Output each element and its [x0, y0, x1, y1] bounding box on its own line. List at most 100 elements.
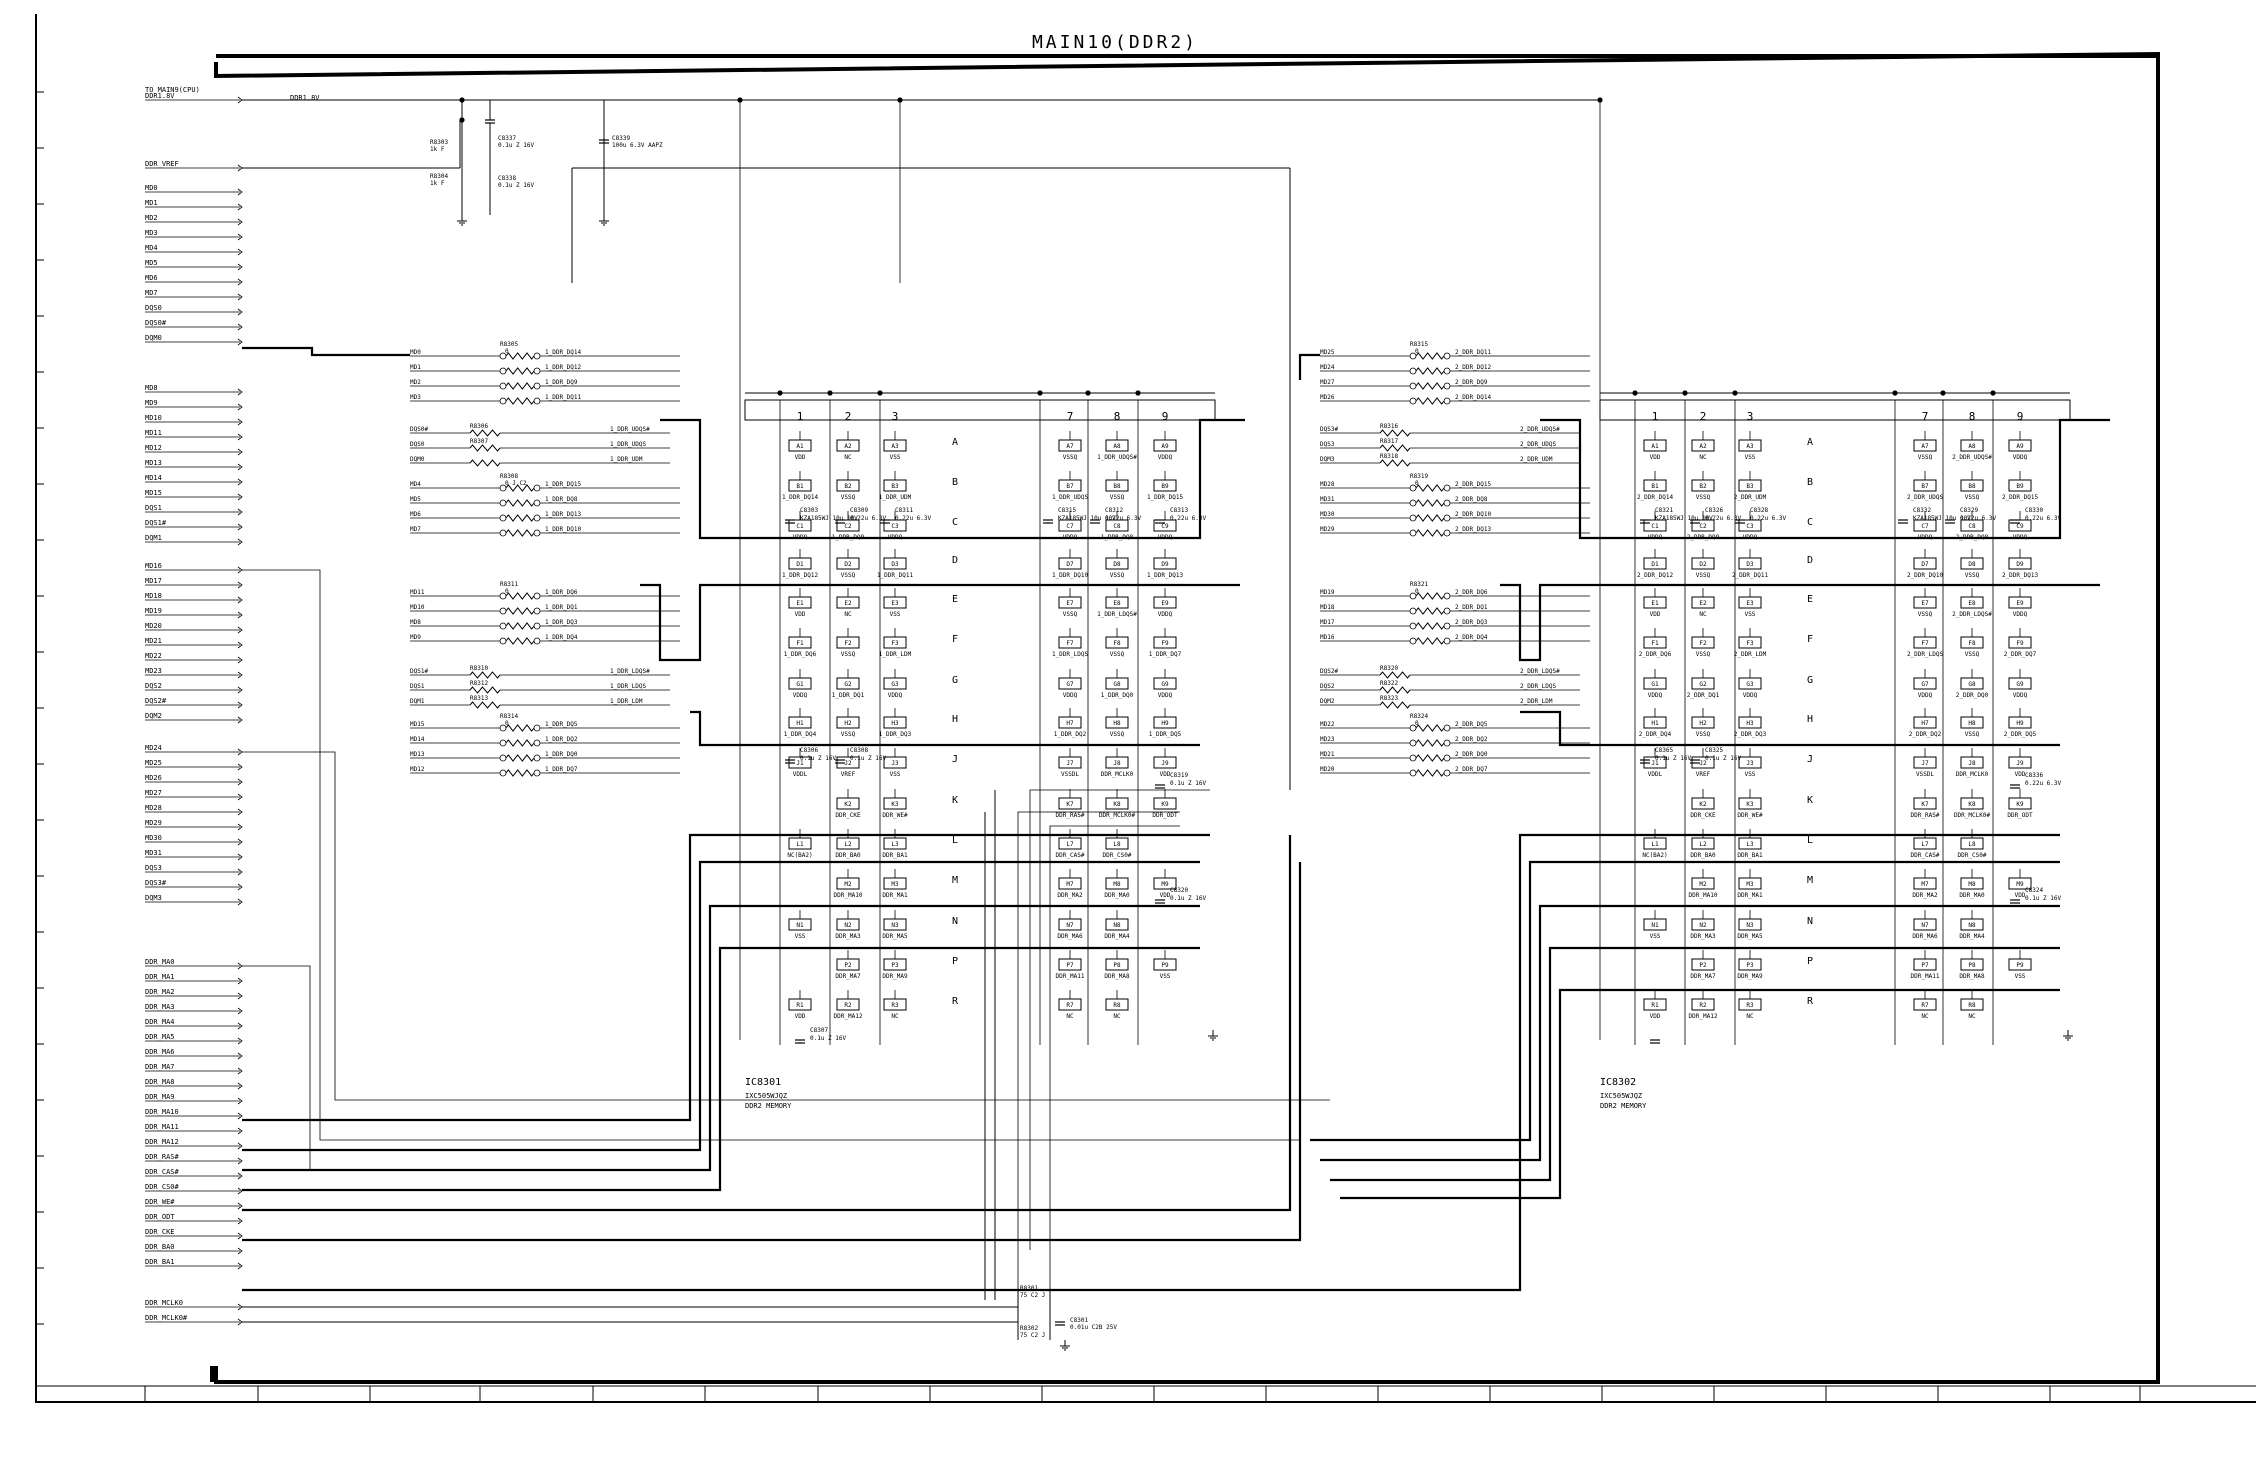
junction-dot — [459, 117, 465, 123]
ball-signal: 1_DDR_DQ4 — [784, 731, 817, 738]
ball-signal: VDDQ — [793, 692, 808, 699]
rnet-net: MD20 — [1320, 766, 1335, 773]
ball-signal: NC — [1699, 611, 1707, 618]
rnet-out-label: 1_DDR_DQ15 — [545, 481, 582, 488]
connector-arrow — [237, 1052, 243, 1060]
ball-id: C3 — [1746, 523, 1754, 530]
ball-signal: 1_DDR_DQ14 — [782, 494, 819, 501]
cap-ref: C8311 — [895, 507, 913, 514]
ball-id: E2 — [844, 600, 852, 607]
ball-row-header: C — [952, 517, 958, 528]
ball-id: L3 — [891, 841, 899, 848]
rnet-net: MD15 — [410, 721, 425, 728]
ball-signal: 1_DDR_UDQS — [1052, 494, 1089, 501]
single-ref: R8316 — [1380, 423, 1398, 430]
connector-pin-label: MD5 — [145, 259, 158, 267]
bus-wire — [242, 862, 1302, 1242]
cap-ref: C8332 — [1913, 507, 1931, 514]
connector-pin-label: MD25 — [145, 759, 162, 767]
connector-arrow — [237, 1262, 243, 1270]
ball-row-header: G — [952, 675, 958, 686]
rnet-ref: R8308 — [500, 473, 518, 480]
ball-id: A9 — [2016, 443, 2024, 450]
ball-signal: NC — [844, 454, 852, 461]
connector-arrow — [237, 433, 243, 441]
ball-signal: DDR_BA1 — [1737, 852, 1763, 859]
rnet-pin — [499, 739, 507, 747]
ball-row-header: A — [952, 437, 958, 448]
cap-val: 0.1u Z 16V — [1655, 755, 1692, 762]
bus-wire — [1500, 583, 2100, 662]
single-net: DQM3 — [1320, 456, 1335, 463]
ball-id: C7 — [1066, 523, 1074, 530]
ball-signal: VSS — [1745, 454, 1756, 461]
ball-id: L2 — [1699, 841, 1707, 848]
ball-signal: DDR_CS0# — [1103, 852, 1132, 859]
ball-row-header: B — [952, 477, 958, 488]
resistor-symbol — [505, 529, 535, 537]
cap-val: 0.1u Z 16V — [1170, 895, 1207, 902]
ball-id: J2 — [844, 760, 852, 767]
connector-pin-label: MD27 — [145, 789, 162, 797]
ball-signal: 2_DDR_DQ0 — [1956, 692, 1989, 699]
ball-id: L8 — [1113, 841, 1121, 848]
ball-column-header: 8 — [1114, 410, 1121, 423]
ball-signal: DDR_MA7 — [835, 973, 861, 980]
ball-signal: VDD — [1160, 892, 1171, 899]
connector-pin-label: MD11 — [145, 429, 162, 437]
connector-pin-label: MD18 — [145, 592, 162, 600]
rnet-pin — [533, 592, 541, 600]
connector-arrow — [237, 656, 243, 664]
ball-id: C1 — [1651, 523, 1659, 530]
resistor-symbol — [1415, 592, 1445, 600]
cap-ref: C8324 — [2025, 887, 2043, 894]
resistor-symbol — [469, 701, 501, 709]
cap-ref: C8307 — [810, 1027, 828, 1034]
connector-arrow — [237, 418, 243, 426]
connector-pin-label: DDR_RAS# — [145, 1153, 180, 1161]
ball-row-header: F — [952, 634, 958, 645]
rnet-val: 0 — [505, 588, 509, 595]
resistor-symbol — [1379, 459, 1411, 467]
resistor-symbol — [469, 444, 501, 452]
connector-arrow — [237, 478, 243, 486]
ball-id: E9 — [1161, 600, 1169, 607]
connector-pin-label: DQM2 — [145, 712, 162, 720]
ball-signal: VDDL — [793, 771, 808, 778]
rnet-out-label: 1_DDR_DQ8 — [545, 496, 578, 503]
ball-id: E3 — [1746, 600, 1754, 607]
ground-symbol — [1208, 1030, 1218, 1041]
rnet-net: MD19 — [1320, 589, 1335, 596]
cap-ref: C8306 — [800, 747, 818, 754]
bus-wire — [1298, 353, 1320, 380]
cap-ref: C8312 — [1105, 507, 1123, 514]
ball-signal: 1_DDR_DQ7 — [1149, 651, 1182, 658]
ball-signal: VDD — [795, 1013, 806, 1020]
ball-signal: VSS — [890, 454, 901, 461]
cap-ref: C8319 — [1170, 772, 1188, 779]
ball-id: E8 — [1113, 600, 1121, 607]
ball-signal: VDD — [1650, 454, 1661, 461]
rnet-pin — [499, 367, 507, 375]
cap-val: 0.1u Z 16V — [800, 755, 837, 762]
ball-id: G9 — [2016, 681, 2024, 688]
connector-arrow — [237, 188, 243, 196]
ball-signal: DDR_MA4 — [1959, 933, 1985, 940]
ball-signal: DDR_CAS# — [1911, 852, 1940, 859]
ball-signal: VDD — [1160, 771, 1171, 778]
rnet-out-label: 1_DDR_DQ5 — [545, 721, 578, 728]
ball-signal: VDDQ — [2013, 611, 2028, 618]
ball-id: P2 — [1699, 962, 1707, 969]
single-net: DQM2 — [1320, 698, 1335, 705]
ball-id: N1 — [1651, 922, 1659, 929]
connector-pin-label: MD7 — [145, 289, 158, 297]
rnet-net: MD27 — [1320, 379, 1335, 386]
resistor-symbol — [1379, 701, 1411, 709]
rnet-pin — [499, 607, 507, 615]
rnet-pin — [533, 622, 541, 630]
chip-ref: IC8302 — [1600, 1077, 1636, 1088]
rnet-out-label: 2_DDR_DQ4 — [1455, 634, 1488, 641]
rnet-pin — [533, 769, 541, 777]
rnet-pin — [1443, 499, 1451, 507]
